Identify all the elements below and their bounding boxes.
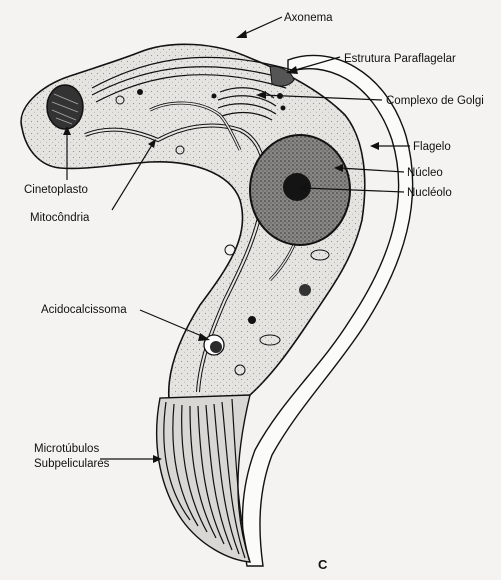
label-axonema: Axonema bbox=[284, 12, 333, 24]
subpellicular-microtubules bbox=[157, 395, 250, 562]
label-microtubules-line1: Microtúbulos bbox=[34, 443, 99, 455]
label-flagellum: Flagelo bbox=[413, 141, 451, 153]
kinetoplast bbox=[47, 85, 83, 129]
label-mitochondrion: Mitocôndria bbox=[30, 212, 90, 224]
label-kinetoplast: Cinetoplasto bbox=[24, 184, 88, 196]
label-golgi-complex: Complexo de Golgi bbox=[386, 95, 484, 107]
label-nucleolus: Nucléolo bbox=[407, 187, 452, 199]
label-paraflagellar-rod: Estrutura Paraflagelar bbox=[344, 53, 456, 65]
nucleus bbox=[250, 135, 350, 245]
panel-letter: C bbox=[318, 557, 328, 572]
label-microtubules-line2: Subpeliculares bbox=[34, 458, 110, 470]
label-nucleus: Núcleo bbox=[407, 167, 443, 179]
label-acidocalcisome: Acidocalcissoma bbox=[41, 304, 127, 316]
